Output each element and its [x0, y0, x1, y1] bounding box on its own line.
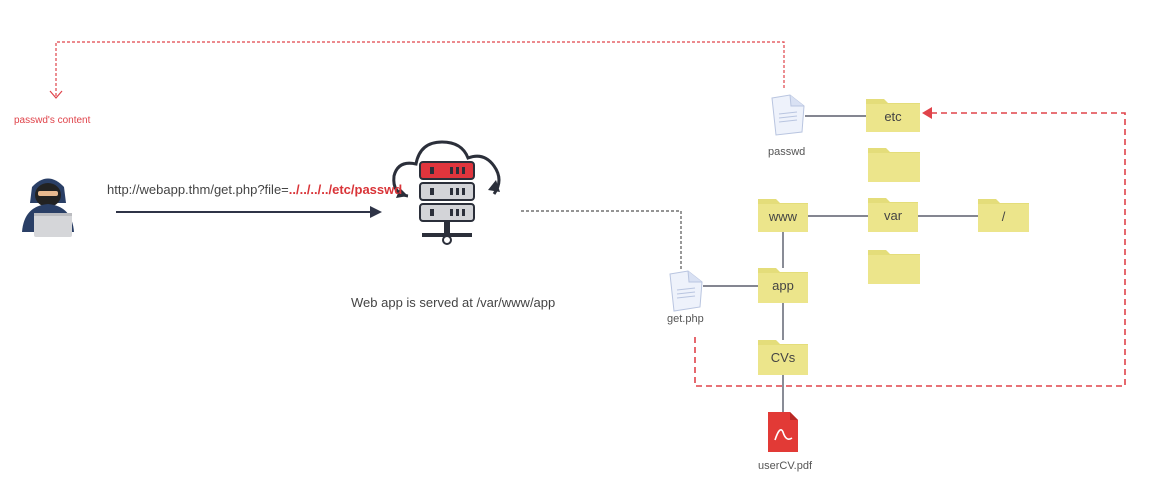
return-path-arrow: [49, 41, 785, 99]
folder-var-label: var: [883, 208, 903, 223]
tree-connectors: [703, 115, 978, 412]
request-arrow: [116, 206, 382, 218]
getphp-document-icon: [669, 270, 703, 312]
folder-icon: [758, 99, 1029, 375]
folder-cvs-label: CVs: [770, 350, 796, 365]
server-to-getphp-link: [521, 210, 682, 270]
passwd-file-label: passwd: [768, 146, 806, 158]
folder-var: [868, 198, 918, 232]
hacker-icon: [22, 178, 74, 237]
served-note: Web app is served at /var/www/app: [351, 295, 556, 310]
folder-app-label: app: [772, 278, 794, 293]
cloud-server-icon: [392, 140, 501, 245]
folder-root-label: /: [1001, 209, 1006, 224]
folder-cvs: [758, 340, 808, 375]
folder-www-label: www: [768, 209, 798, 224]
folder-www: [758, 199, 808, 232]
folder-app: [758, 268, 808, 303]
request-url-payload: ../../../../etc/passwd: [288, 182, 403, 197]
request-url-prefix: http://webapp.thm/get.php?file=: [107, 182, 289, 197]
request-url: http://webapp.thm/get.php?file=../../../…: [107, 182, 402, 197]
folder-blank-2: [868, 250, 920, 284]
getphp-file-label: get.php: [667, 313, 704, 325]
folder-root: [978, 199, 1029, 232]
folder-etc: [866, 99, 920, 132]
passwd-content-label: passwd's content: [14, 115, 91, 126]
passwd-document-icon: [771, 94, 805, 136]
traversal-path-arrow: [694, 107, 1126, 387]
folder-etc-label: etc: [884, 109, 902, 124]
pdf-icon: [768, 412, 798, 452]
usercv-file-label: userCV.pdf: [758, 460, 813, 472]
folder-blank-1: [868, 148, 920, 182]
